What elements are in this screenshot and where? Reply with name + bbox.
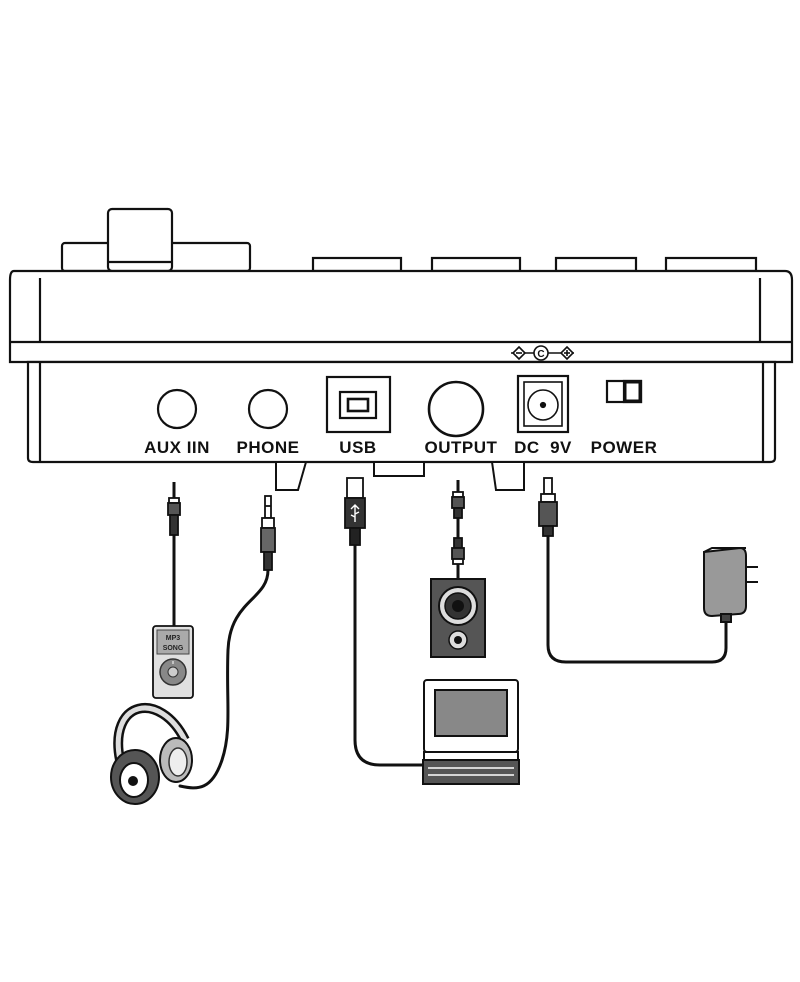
- mp3-player-icon: MP3 SONG: [152, 625, 194, 699]
- dc-9v-jack: [516, 374, 570, 434]
- usb-cable: [353, 543, 427, 767]
- label-dc-9v: DC 9V: [514, 438, 572, 457]
- computer-icon: [422, 679, 520, 785]
- main-unit-body: [8, 269, 794, 464]
- usb-plug-icon: [344, 477, 366, 546]
- output-jack: [427, 380, 485, 438]
- label-usb: USB: [339, 438, 376, 457]
- label-output: OUTPUT: [425, 438, 498, 457]
- usb-port: [325, 375, 392, 434]
- top-controls: [60, 207, 758, 273]
- back-panel-ports: [156, 374, 643, 438]
- headphones-icon: [110, 703, 193, 805]
- power-adapter-icon: [703, 546, 758, 623]
- power-switch: [605, 379, 643, 404]
- speaker-icon: [430, 578, 486, 658]
- aux-in-jack: [156, 388, 198, 430]
- label-phone: PHONE: [237, 438, 300, 457]
- dc-cable: [546, 533, 728, 664]
- port-labels: AUX IIN PHONE USB OUTPUT DC 9V POWER: [144, 438, 657, 457]
- polarity-symbol: [511, 345, 575, 361]
- phone-cable: [178, 568, 270, 790]
- label-power: POWER: [591, 438, 658, 457]
- aux-plug-icon: [167, 482, 181, 536]
- phone-plug-icon: [260, 495, 276, 571]
- output-plug-bottom-icon: [451, 537, 465, 580]
- dc-plug-icon: [538, 477, 558, 537]
- pad-button-4: [664, 256, 758, 273]
- pad-button-2: [430, 256, 522, 273]
- pad-button-3: [554, 256, 638, 273]
- mp3-label: MP3: [166, 635, 181, 642]
- label-aux-in: AUX IIN: [144, 438, 210, 457]
- unit-feet: [275, 461, 525, 491]
- polarity-label: C: [537, 349, 544, 360]
- phone-jack: [247, 388, 289, 430]
- song-label: SONG: [163, 645, 184, 652]
- output-plug-top-icon: [451, 480, 465, 519]
- cables: [172, 513, 728, 790]
- pad-button-1: [311, 256, 403, 273]
